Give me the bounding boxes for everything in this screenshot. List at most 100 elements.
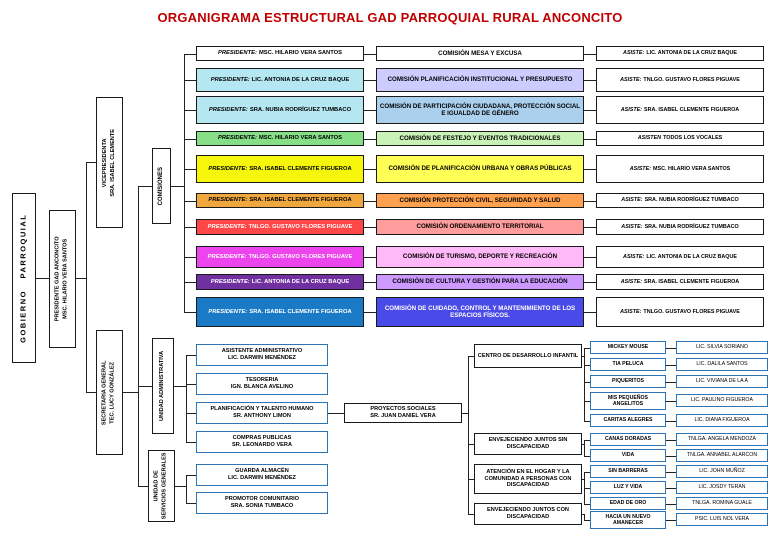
service-name: SRA. SONIA TUMBACO — [230, 503, 294, 509]
connector-line — [186, 355, 187, 442]
asiste-name-text: TODOS LOS VOCALES — [663, 135, 723, 142]
proyectos-name: SR. JUAN DANIEL VERA — [370, 413, 436, 419]
staff-box: TNLGA. ANNABEL ALARCON — [676, 449, 768, 462]
connector-line — [468, 479, 474, 480]
comision-box: COMISIÓN PLANIFICACIÓN INSTITUCIONAL Y P… — [376, 68, 584, 92]
connector-line — [175, 486, 186, 487]
staff-box: LIC. JOSDY TERAN — [676, 481, 768, 494]
connector-line — [666, 488, 676, 489]
connector-line — [666, 504, 676, 505]
connector-line — [364, 257, 376, 258]
comision-box: COMISIÓN DE CULTURA Y GESTIÓN PARA LA ED… — [376, 274, 584, 290]
staff-box: LIC. DALILA SANTOS — [676, 358, 768, 371]
presidente-box: PRESIDENTE:LIC. ANTONIA DE LA CRUZ BAQUE — [196, 68, 364, 92]
presidente-box: PRESIDENTE:TNLGO. GUSTAVO FLORES PIGUAVE — [196, 246, 364, 268]
presidente-name-text: SRA. ISABEL CLEMENTE FIGUEROA — [249, 197, 352, 204]
connector-line — [584, 282, 596, 283]
connector-line — [86, 162, 96, 163]
presidente-gad-box: PRESIDENTE GAD ANCONCITO MSC. HILARIO VE… — [49, 210, 76, 348]
vicepresidenta-box: VICEPRESIDENTA SRA. ISABEL CLEMENTE — [96, 97, 123, 228]
connector-line — [584, 348, 590, 349]
connector-line — [666, 520, 676, 521]
comision-box: COMISIÓN MESA Y EXCUSA — [376, 46, 584, 61]
unidad-administrativa-label: UNIDAD ADMINISTRATIVA — [159, 350, 166, 422]
vicepresidenta-name: SRA. ISABEL CLEMENTE — [109, 128, 116, 197]
connector-line — [584, 227, 596, 228]
proyectos-title: PROYECTOS SOCIALES — [370, 405, 436, 412]
admin-unit-title: TESORERIA — [245, 376, 279, 383]
connector-line — [184, 110, 196, 111]
staff-box: LIC. PAULINO FIGUEROA — [676, 394, 768, 407]
asiste-name-text: LIC. ANTONIA DE LA CRUZ BAQUE — [646, 50, 737, 57]
connector-line — [186, 355, 196, 356]
connector-line — [666, 456, 676, 457]
asiste-label-text: ASISTE: — [620, 308, 642, 315]
connector-line — [584, 514, 585, 520]
comision-box: COMISIÓN PROTECCIÓN CIVIL, SEGURIDAD Y S… — [376, 193, 584, 208]
program-group-box: ATENCIÓN EN EL HOGAR Y LA COMUNIDAD A PE… — [474, 464, 582, 494]
connector-line — [184, 54, 185, 312]
connector-line — [584, 80, 596, 81]
asiste-name-text: TNLGO. GUSTAVO FLORES PIGUAVE — [643, 308, 740, 315]
connector-line — [364, 282, 376, 283]
connector-line — [186, 475, 187, 503]
presidente-name-text: MSC. HILARIO VERA SANTOS — [258, 135, 343, 142]
presidente-label-text: PRESIDENTE: — [207, 253, 247, 260]
asiste-label-text: ASISTE: — [629, 165, 651, 172]
presidente-label-text: PRESIDENTE: — [208, 308, 248, 315]
connector-line — [138, 386, 152, 387]
asiste-label-text: ASISTE: — [621, 197, 643, 204]
unidad-servicios-line2: SERVICIOS GENERALES — [161, 452, 168, 520]
connector-line — [468, 356, 469, 514]
staff-box: LIC. SILVIA SORIANO — [676, 341, 768, 354]
connector-line — [184, 227, 196, 228]
presidente-box: PRESIDENTE:SRA. ISABEL CLEMENTE FIGUEROA — [196, 297, 364, 327]
asiste-name-text: SRA. NUBIA RODRÍGUEZ TUMBACO — [644, 197, 739, 204]
presidente-name-text: SRA. ISABEL CLEMENTE FIGUEROA — [249, 165, 352, 172]
secretaria-title: SECRETARIA GENERAL — [101, 360, 108, 425]
connector-line — [364, 201, 376, 202]
service-title: PROMOTOR COMUNITARIO — [224, 495, 300, 502]
connector-line — [138, 486, 148, 487]
connector-line — [584, 257, 596, 258]
connector-line — [186, 413, 196, 414]
presidente-name-text: SRA. NUBIA RODRÍGUEZ TUMBACO — [249, 106, 352, 113]
presidente-label-text: PRESIDENTE: — [210, 76, 250, 83]
comision-box: COMISIÓN DE PLANIFICACIÓN URBANA Y OBRAS… — [376, 155, 584, 183]
asiste-name-text: MSC. HILARIO VERA SANTOS — [652, 165, 731, 172]
admin-unit-name: LIC. DARWIN MENÉNDEZ — [228, 355, 296, 361]
connector-line — [184, 312, 196, 313]
connector-line — [364, 80, 376, 81]
admin-unit-name: SR. ANTHONY LIMON — [233, 413, 291, 419]
secretaria-box: SECRETARIA GENERAL TEC. LUCY GONZÁLEZ — [96, 330, 123, 455]
connector-line — [364, 54, 376, 55]
connector-line — [666, 440, 676, 441]
connector-line — [184, 282, 196, 283]
connector-line — [584, 421, 590, 422]
connector-line — [184, 201, 196, 202]
program-group-box: ENVEJECIENDO JUNTOS CON DISCAPACIDAD — [474, 503, 582, 525]
presidente-box: PRESIDENTE:TNLGO. GUSTAVO FLORES PIGUAVE — [196, 219, 364, 235]
admin-unit-title: ASISTENTE ADMINISTRATIVO — [221, 347, 303, 354]
proyectos-sociales-box: PROYECTOS SOCIALES SR. JUAN DANIEL VERA — [344, 403, 462, 423]
connector-line — [666, 348, 676, 349]
connector-line — [584, 401, 590, 402]
connector-line — [584, 472, 585, 504]
presidente-box: PRESIDENTE:SRA. ISABEL CLEMENTE FIGUEROA — [196, 155, 364, 183]
connector-line — [584, 382, 590, 383]
asiste-label-text: ASISTE: — [623, 253, 645, 260]
presidente-name-text: MSC. HILARIO VERA SANTOS — [258, 50, 343, 57]
program-box: MIS PEQUEÑOS ANGELITOS — [590, 392, 666, 410]
program-box: EDAD DE ORO — [590, 497, 666, 510]
connector-line — [582, 356, 585, 357]
connector-line — [364, 312, 376, 313]
asiste-label-text: ASISTE: — [620, 278, 643, 285]
asiste-name-text: SRA. ISABEL CLEMENTE FIGUEROA — [644, 278, 740, 285]
connector-line — [184, 80, 196, 81]
connector-line — [584, 440, 590, 441]
connector-line — [76, 278, 86, 279]
